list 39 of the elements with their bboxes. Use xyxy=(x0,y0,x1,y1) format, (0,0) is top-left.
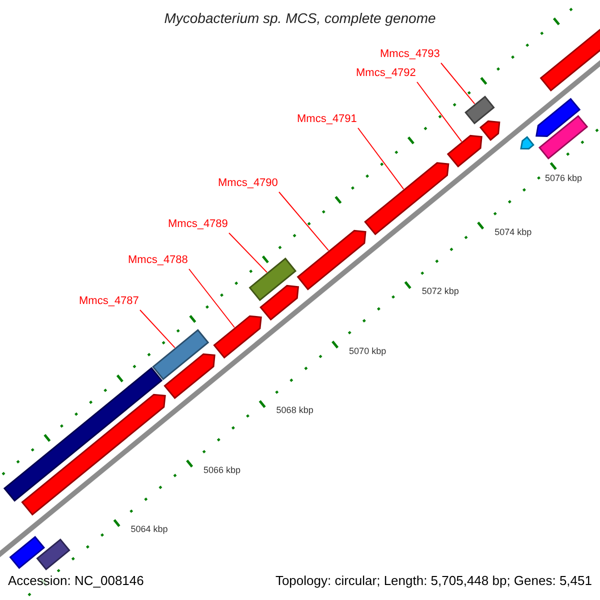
scale-label: 5074 kbp xyxy=(494,226,532,237)
scale-label: 5064 kbp xyxy=(130,524,168,534)
gene-bar xyxy=(364,162,450,236)
gene-bar xyxy=(446,134,482,168)
scale-label: 5066 kbp xyxy=(204,464,241,475)
gene-bar xyxy=(21,394,166,516)
gene-label: Mmcs_4788 xyxy=(128,254,188,266)
scale-label: 5070 kbp xyxy=(349,346,386,356)
leader-line xyxy=(358,128,404,190)
gene-bar xyxy=(213,315,262,359)
scale-label: 5068 kbp xyxy=(276,405,314,416)
leader-line xyxy=(188,268,235,328)
gene-label: Mmcs_4792 xyxy=(356,67,416,79)
leader-line xyxy=(278,192,329,251)
leader-line xyxy=(440,62,476,104)
gene-bar xyxy=(479,120,500,141)
gene-bar xyxy=(296,230,366,290)
gene-bar xyxy=(538,114,588,160)
gene-bar xyxy=(260,284,300,321)
gene-label: Mmcs_4791 xyxy=(297,113,357,125)
gene-label: Mmcs_4789 xyxy=(168,218,228,230)
gene-bar xyxy=(164,353,216,400)
gene-bar xyxy=(152,329,210,380)
gene-bar xyxy=(9,536,46,570)
leader-line xyxy=(228,232,268,273)
title: Mycobacterium sp. MCS, complete genome xyxy=(163,10,437,26)
gene-bar xyxy=(248,258,297,302)
scale-label: 5076 kbp xyxy=(545,173,582,184)
scale-label: 5072 kbp xyxy=(422,286,459,296)
gene-bar xyxy=(520,136,534,150)
leader-line xyxy=(140,310,176,348)
gene-label: Mmcs_4793 xyxy=(380,48,440,60)
gene-bar xyxy=(3,367,163,502)
genome-info-text: Topology: circular; Length: 5,705,448 bp; Genes: 5,451 xyxy=(275,573,592,588)
gene-bar xyxy=(464,96,495,124)
gene-bar xyxy=(536,98,581,138)
gene-label: Mmcs_4787 xyxy=(79,295,139,307)
gene-label: Mmcs_4790 xyxy=(218,177,278,189)
leader-line xyxy=(416,82,462,142)
